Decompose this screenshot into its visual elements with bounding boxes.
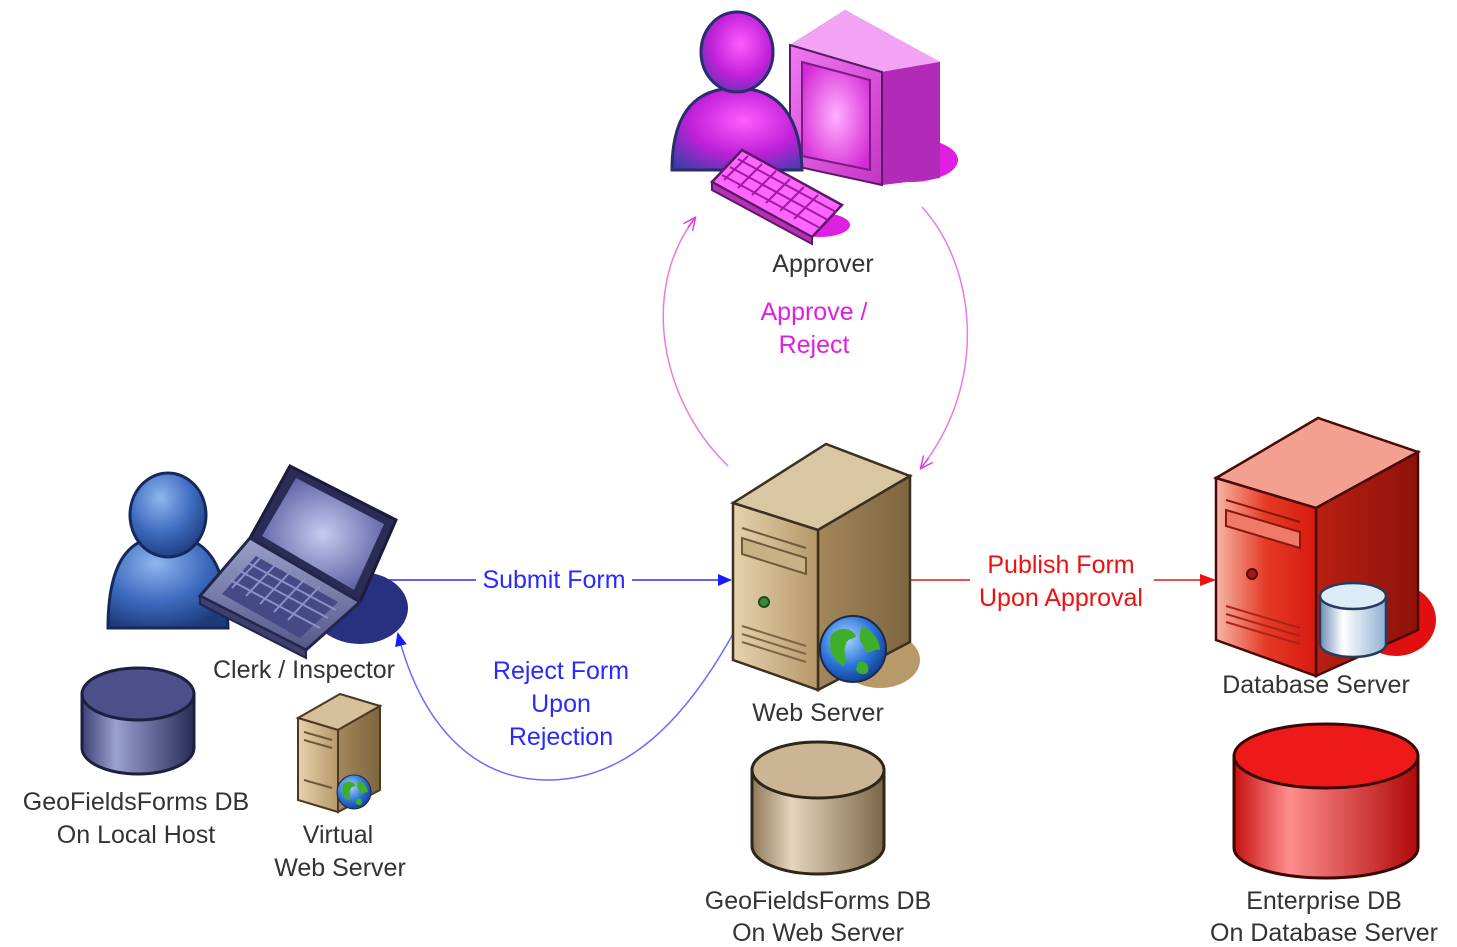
approve-reject-label: Approve / Reject — [760, 298, 867, 359]
enterprise-db-label-line2: On Database Server — [1210, 919, 1438, 947]
clerk-label: Clerk / Inspector — [213, 656, 395, 684]
web-server-icon — [730, 442, 920, 693]
web-server-label: Web Server — [752, 699, 884, 727]
submit-form-label: Submit Form — [482, 566, 625, 594]
enterprise-db-cylinder-icon — [1232, 722, 1420, 880]
local-db-cylinder-icon — [80, 666, 196, 776]
virtual-web-server-label-line1: Virtual — [303, 821, 373, 849]
reject-form-line1: Reject Form — [493, 657, 629, 685]
web-db-label-line2: On Web Server — [732, 919, 904, 947]
reject-form-line2: Upon — [531, 690, 591, 718]
laptop-icon — [197, 464, 398, 660]
approve-reject-line1: Approve / — [760, 298, 867, 326]
approver-label: Approver — [772, 250, 873, 278]
reject-form-connector — [395, 631, 735, 781]
web-db-cylinder-icon — [750, 740, 886, 876]
arc-approver-to-web — [921, 206, 969, 468]
publish-form-line1: Publish Form — [987, 551, 1134, 579]
local-db-label-line2: On Local Host — [57, 821, 215, 849]
reject-form-line3: Rejection — [509, 723, 613, 751]
approve-reject-arcs — [662, 206, 969, 468]
database-server-label: Database Server — [1222, 671, 1410, 699]
local-db-label-line1: GeoFieldsForms DB — [23, 788, 249, 816]
approver-person-icon — [670, 10, 804, 172]
web-db-label-line1: GeoFieldsForms DB — [705, 887, 931, 915]
virtual-web-server-icon — [295, 692, 383, 814]
virtual-web-server-label-line2: Web Server — [274, 854, 406, 882]
keyboard-icon — [709, 148, 850, 246]
clerk-workstation — [106, 464, 408, 660]
publish-form-line2: Upon Approval — [979, 584, 1143, 612]
approve-reject-line2: Reject — [779, 331, 850, 359]
approver-workstation — [670, 10, 958, 246]
enterprise-db-label-line1: Enterprise DB — [1246, 887, 1402, 915]
reject-form-label: Reject Form Upon Rejection — [493, 657, 629, 751]
arc-web-to-approver — [662, 218, 729, 467]
publish-form-label: Publish Form Upon Approval — [979, 551, 1143, 612]
database-cylinder-icon — [1318, 581, 1388, 659]
database-server-icon — [1212, 416, 1436, 678]
